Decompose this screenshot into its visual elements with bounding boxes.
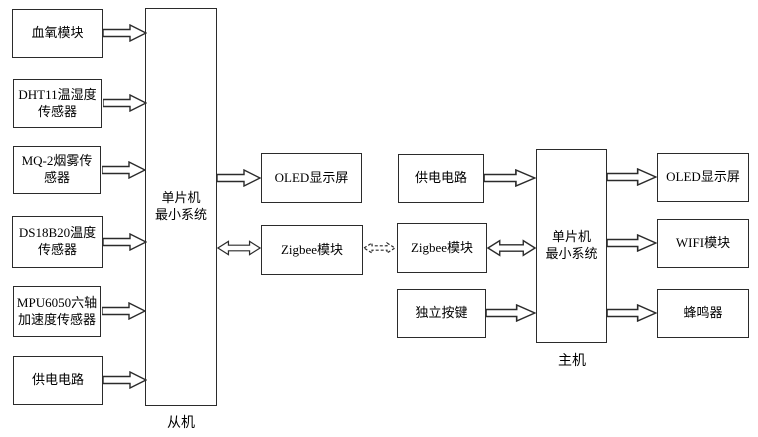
box-label: DHT11温湿度传感器: [18, 86, 97, 119]
box-label: MQ-2烟雾传感器: [21, 153, 93, 185]
caption-master: 主机: [558, 354, 586, 369]
box-label: OLED显示屏: [274, 169, 349, 185]
box-oled-display-slave: OLED显示屏: [261, 153, 362, 203]
box-dht11-sensor: DHT11温湿度传感器: [13, 79, 102, 128]
mcu-label-line2: 最小系统: [154, 207, 207, 222]
box-independent-keys: 独立按键: [397, 289, 486, 338]
arrow-right-icon: [217, 169, 261, 187]
arrow-right-icon: [486, 304, 536, 322]
mcu-label-line2: 最小系统: [545, 246, 598, 261]
box-mcu-minimal-system-slave: 单片机 最小系统: [145, 8, 217, 406]
box-label: Zigbee模块: [280, 241, 344, 257]
box-ds18b20-sensor: DS18B20温度传感器: [12, 216, 103, 268]
box-mcu-minimal-system-master: 单片机 最小系统: [536, 149, 607, 343]
box-mq2-smoke-sensor: MQ-2烟雾传感器: [13, 146, 101, 194]
arrow-right-icon: [102, 302, 146, 320]
box-power-circuit-master: 供电电路: [398, 154, 484, 203]
mcu-label-line1: 单片机: [161, 190, 201, 206]
arrow-right-icon: [103, 94, 147, 112]
arrow-right-icon: [607, 168, 657, 186]
box-label: WIFI模块: [675, 235, 731, 251]
arrow-right-icon: [103, 24, 147, 42]
arrow-right-icon: [484, 169, 536, 187]
box-label: 独立按键: [415, 305, 468, 321]
arrow-double-icon: [487, 239, 536, 257]
caption-slave: 从机: [167, 416, 195, 431]
arrow-right-icon: [102, 161, 146, 179]
box-label: 蜂鸣器: [683, 305, 723, 321]
box-zigbee-module-slave: Zigbee模块: [261, 225, 363, 275]
box-blood-oxygen-module: 血氧模块: [12, 9, 103, 58]
box-label: Zigbee模块: [410, 239, 474, 255]
arrow-double-dashed-icon: [363, 242, 396, 254]
box-wifi-module: WIFI模块: [657, 219, 749, 268]
arrow-right-icon: [607, 304, 657, 322]
mcu-label-line1: 单片机: [551, 229, 591, 245]
box-label: 血氧模块: [31, 25, 84, 41]
arrow-double-icon: [217, 240, 261, 256]
box-label: 供电电路: [31, 372, 84, 388]
box-mpu6050-sensor: MPU6050六轴加速度传感器: [13, 286, 101, 337]
box-label: DS18B20温度传感器: [18, 225, 97, 257]
arrow-right-icon: [103, 233, 147, 251]
box-buzzer: 蜂鸣器: [657, 289, 749, 338]
arrow-right-icon: [607, 234, 657, 252]
arrow-right-icon: [103, 371, 147, 389]
box-label: OLED显示屏: [666, 169, 740, 185]
box-zigbee-module-master: Zigbee模块: [397, 223, 487, 273]
box-label: MPU6050六轴加速度传感器: [16, 294, 98, 327]
box-power-circuit-slave: 供电电路: [13, 356, 103, 405]
box-oled-display-master: OLED显示屏: [657, 153, 749, 202]
box-label: 供电电路: [414, 170, 467, 186]
